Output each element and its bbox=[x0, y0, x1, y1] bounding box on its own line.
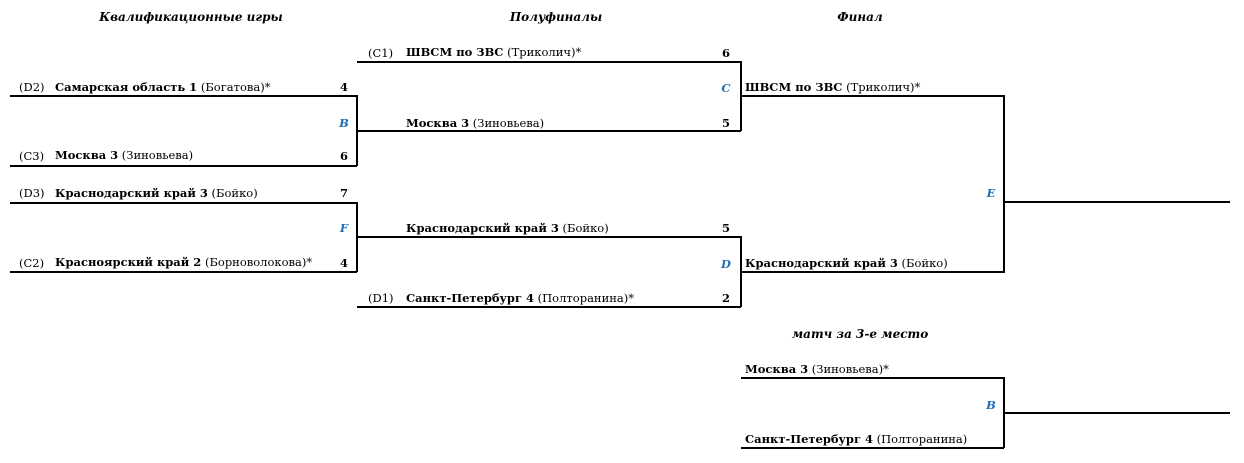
team-name: Москва 3 bbox=[406, 116, 470, 130]
bracket-line bbox=[1003, 95, 1005, 273]
team-coach: (Бойко) bbox=[558, 221, 609, 235]
seed-label: (C3) bbox=[19, 149, 45, 163]
winner-line bbox=[1004, 412, 1230, 414]
bracket-line bbox=[357, 306, 741, 308]
bracket-line bbox=[10, 95, 357, 97]
team-score: 5 bbox=[721, 221, 731, 235]
team-name: Санкт-Петербург 4 bbox=[406, 291, 535, 305]
team-coach: (Триколич)* bbox=[503, 45, 582, 59]
seed-label: (D2) bbox=[19, 80, 45, 94]
team-entry: Краснодарский край 3 (Бойко) bbox=[55, 186, 258, 200]
team-name: Санкт-Петербург 4 bbox=[745, 432, 874, 446]
bracket-line bbox=[10, 271, 357, 273]
team-coach: (Богатова)* bbox=[197, 80, 271, 94]
team-coach: (Борноволокова)* bbox=[201, 255, 313, 269]
team-entry: Самарская область 1 (Богатова)* bbox=[55, 80, 270, 94]
bracket-line bbox=[741, 95, 1004, 97]
team-coach: (Зиновьева) bbox=[469, 116, 545, 130]
team-score: 7 bbox=[339, 186, 349, 200]
team-coach: (Бойко) bbox=[897, 256, 948, 270]
team-score: 4 bbox=[339, 80, 349, 94]
team-entry: Москва 3 (Зиновьева)* bbox=[745, 362, 889, 376]
team-name: Краснодарский край 3 bbox=[745, 256, 898, 270]
bracket-line bbox=[740, 236, 742, 307]
seed-label: (C1) bbox=[368, 46, 394, 60]
match-label: E bbox=[986, 186, 996, 200]
team-name: Самарская область 1 bbox=[55, 80, 198, 94]
bracket-line bbox=[740, 61, 742, 131]
bracket-line bbox=[10, 202, 357, 204]
team-coach: (Зиновьева) bbox=[118, 148, 194, 162]
seed-label: (D1) bbox=[368, 291, 394, 305]
bracket-line bbox=[357, 61, 741, 63]
header-third-place: матч за 3-е место bbox=[791, 327, 929, 341]
bracket-line bbox=[741, 447, 1004, 449]
match-label: B bbox=[339, 116, 349, 130]
bracket-line bbox=[741, 377, 1004, 379]
team-entry: Санкт-Петербург 4 (Полторанина)* bbox=[406, 291, 634, 305]
team-score: 6 bbox=[339, 149, 349, 163]
seed-label: (C2) bbox=[19, 256, 45, 270]
team-name: Краснодарский край 3 bbox=[406, 221, 559, 235]
seed-label: (D3) bbox=[19, 186, 45, 200]
team-score: 6 bbox=[721, 46, 731, 60]
team-coach: (Полторанина)* bbox=[534, 291, 635, 305]
team-name: Красноярский край 2 bbox=[55, 255, 202, 269]
team-name: Москва 3 bbox=[55, 148, 119, 162]
header-semifinals: Полуфиналы bbox=[509, 10, 603, 24]
match-label: C bbox=[721, 81, 731, 95]
team-name: ШВСМ по ЗВС bbox=[406, 45, 504, 59]
team-coach: (Зиновьева)* bbox=[808, 362, 889, 376]
team-score: 4 bbox=[339, 256, 349, 270]
bracket-line bbox=[356, 95, 358, 166]
bracket-line bbox=[741, 271, 1004, 273]
team-name: ШВСМ по ЗВС bbox=[745, 80, 843, 94]
match-label: B bbox=[986, 398, 996, 412]
team-score: 2 bbox=[721, 291, 731, 305]
match-label: F bbox=[339, 221, 349, 235]
header-final: Финал bbox=[837, 10, 883, 24]
team-entry: Санкт-Петербург 4 (Полторанина) bbox=[745, 432, 967, 446]
bracket-line bbox=[357, 236, 741, 238]
team-coach: (Полторанина) bbox=[873, 432, 968, 446]
bracket-line bbox=[356, 202, 358, 272]
team-coach: (Триколич)* bbox=[842, 80, 921, 94]
bracket-line bbox=[357, 130, 741, 132]
team-entry: Красноярский край 2 (Борноволокова)* bbox=[55, 255, 312, 269]
team-entry: Москва 3 (Зиновьева) bbox=[406, 116, 544, 130]
team-entry: Краснодарский край 3 (Бойко) bbox=[406, 221, 609, 235]
team-entry: ШВСМ по ЗВС (Триколич)* bbox=[406, 45, 581, 59]
match-label: D bbox=[721, 257, 731, 271]
team-entry: Краснодарский край 3 (Бойко) bbox=[745, 256, 948, 270]
team-entry: ШВСМ по ЗВС (Триколич)* bbox=[745, 80, 920, 94]
bracket-line bbox=[10, 165, 357, 167]
team-name: Москва 3 bbox=[745, 362, 809, 376]
team-coach: (Бойко) bbox=[207, 186, 258, 200]
winner-line bbox=[1004, 201, 1230, 203]
header-qualification: Квалификационные игры bbox=[99, 10, 283, 24]
team-name: Краснодарский край 3 bbox=[55, 186, 208, 200]
team-score: 5 bbox=[721, 116, 731, 130]
team-entry: Москва 3 (Зиновьева) bbox=[55, 148, 193, 162]
bracket-line bbox=[1003, 377, 1005, 448]
